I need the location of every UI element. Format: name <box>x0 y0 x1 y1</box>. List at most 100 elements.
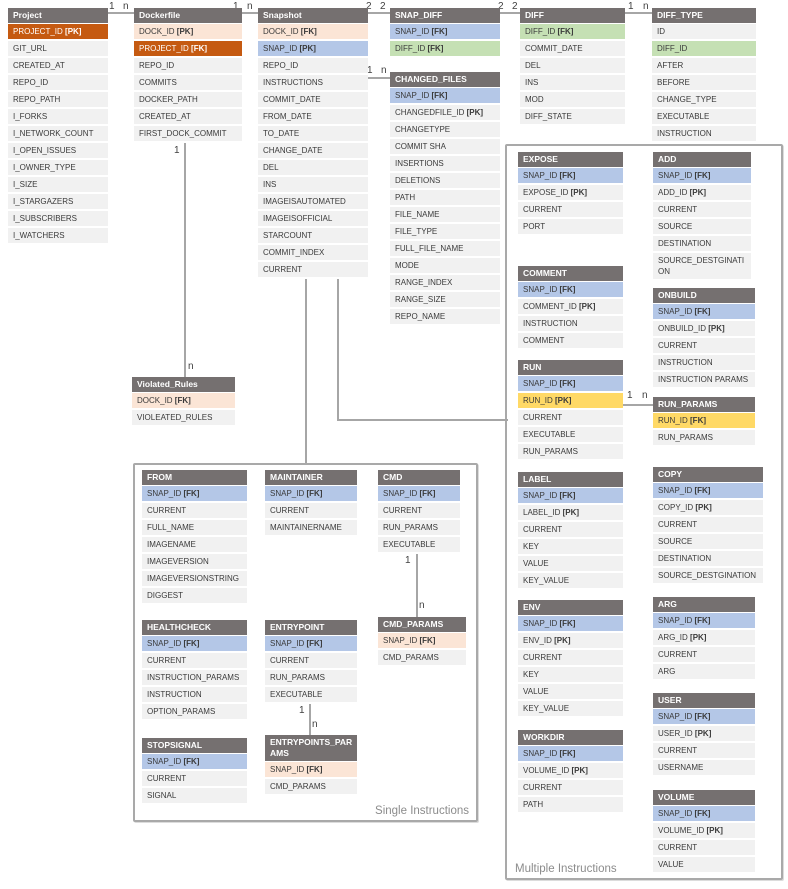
attribute-name: SNAP_ID <box>147 757 182 766</box>
attribute-row: INSTRUCTION PARAMS <box>653 372 755 387</box>
entity-title: FROM <box>142 470 247 485</box>
key-tag: [PK] <box>689 188 707 197</box>
attribute-row: EXECUTABLE <box>265 687 357 702</box>
attribute-name: FILE_NAME <box>395 210 440 219</box>
attribute-name: I_OWNER_TYPE <box>13 163 76 172</box>
key-tag: [PK] <box>579 302 596 311</box>
group-label-multiple_instructions: Multiple Instructions <box>515 863 617 875</box>
attribute-row: INSTRUCTION_PARAMS <box>142 670 247 685</box>
key-tag: [FK] <box>694 486 711 495</box>
key-tag: [PK] <box>299 44 316 53</box>
attribute-row: CHANGETYPE <box>390 122 500 137</box>
attribute-row: SNAP_ID [FK] <box>653 483 763 498</box>
entity-title: Dockerfile <box>134 8 242 23</box>
attribute-row: CREATED_AT <box>8 58 108 73</box>
key-tag: [FK] <box>690 416 707 425</box>
attribute-row: SNAP_ID [FK] <box>378 633 466 648</box>
cardinality-label: n <box>188 361 194 372</box>
attribute-name: INSTRUCTION <box>147 690 202 699</box>
attribute-name: IMAGENAME <box>147 540 196 549</box>
attribute-name: CHANGEDFILE_ID <box>395 108 465 117</box>
attribute-name: DEL <box>263 163 279 172</box>
attribute-row: MAINTAINERNAME <box>265 520 357 535</box>
attribute-row: I_OWNER_TYPE <box>8 160 108 175</box>
attribute-name: SNAP_ID <box>658 307 693 316</box>
attribute-name: ARG <box>658 667 676 676</box>
group-box-single_instructions: Single Instructions <box>133 463 478 822</box>
attribute-row: IMAGEISOFFICIAL <box>258 211 368 226</box>
attribute-name: DOCKER_PATH <box>139 95 198 104</box>
entity-title: HEALTHCHECK <box>142 620 247 635</box>
attribute-name: USERNAME <box>658 763 704 772</box>
attribute-name: FROM_DATE <box>263 112 312 121</box>
attribute-row: FULL_NAME <box>142 520 247 535</box>
attribute-name: CURRENT <box>523 783 563 792</box>
key-tag: [FK] <box>694 171 711 180</box>
entity-title: VOLUME <box>653 790 755 805</box>
attribute-name: VOLUME_ID <box>523 766 570 775</box>
attribute-row: CURRENT <box>142 503 247 518</box>
cardinality-label: 1 <box>628 1 634 12</box>
group-box-multiple_instructions: Multiple Instructions <box>505 144 783 880</box>
attribute-row: VALUE <box>518 684 623 699</box>
attribute-name: SNAP_ID <box>658 809 693 818</box>
attribute-name: REPO_ID <box>13 78 49 87</box>
attribute-name: RANGE_SIZE <box>395 295 446 304</box>
attribute-name: INSTRUCTION <box>523 319 578 328</box>
attribute-name: RUN_PARAMS <box>523 447 578 456</box>
attribute-row: CMD_PARAMS <box>265 779 357 794</box>
attribute-name: SNAP_ID <box>270 489 305 498</box>
attribute-row: ENV_ID [PK] <box>518 633 623 648</box>
attribute-name: MAINTAINERNAME <box>270 523 342 532</box>
cardinality-label: n <box>381 65 387 76</box>
key-tag: [FK] <box>306 765 323 774</box>
attribute-name: SNAP_ID <box>270 765 305 774</box>
key-tag: [FK] <box>427 44 444 53</box>
attribute-name: ID <box>657 27 665 36</box>
attribute-name: CURRENT <box>147 656 187 665</box>
entity-title: RUN_PARAMS <box>653 397 755 412</box>
cardinality-label: 1 <box>233 1 239 12</box>
attribute-row: I_SUBSCRIBERS <box>8 211 108 226</box>
entity-title: COMMENT <box>518 266 623 281</box>
attribute-row: COPY_ID [PK] <box>653 500 763 515</box>
attribute-name: SNAP_ID <box>523 379 558 388</box>
attribute-name: IMAGEVERSIONSTRING <box>147 574 240 583</box>
cardinality-label: 2 <box>366 1 372 12</box>
relationship-line <box>305 279 307 463</box>
attribute-name: COMMIT_DATE <box>525 44 583 53</box>
entity-title: USER <box>653 693 755 708</box>
attribute-name: I_NETWORK_COUNT <box>13 129 94 138</box>
attribute-row: DIGGEST <box>142 588 247 603</box>
attribute-name: CURRENT <box>523 205 563 214</box>
attribute-name: DOCK_ID <box>139 27 175 36</box>
relationship-line <box>337 279 339 421</box>
attribute-row: TO_DATE <box>258 126 368 141</box>
entity-title: DIFF_TYPE <box>652 8 756 23</box>
attribute-row: INS <box>520 75 625 90</box>
attribute-row: SNAP_ID [FK] <box>653 709 755 724</box>
attribute-name: SIGNAL <box>147 791 177 800</box>
entity-title: EXPOSE <box>518 152 623 167</box>
attribute-row: REPO_PATH <box>8 92 108 107</box>
attribute-name: SNAP_ID <box>658 486 693 495</box>
attribute-row: CURRENT <box>518 410 623 425</box>
key-tag: [PK] <box>570 188 588 197</box>
cardinality-label: n <box>123 1 129 12</box>
attribute-name: INSTRUCTION_PARAMS <box>147 673 240 682</box>
key-tag: [FK] <box>431 27 448 36</box>
attribute-name: CURRENT <box>658 843 698 852</box>
attribute-row: COMMIT SHA <box>390 139 500 154</box>
key-tag: [FK] <box>694 712 711 721</box>
attribute-row: DOCK_ID [FK] <box>258 24 368 39</box>
attribute-name: REPO_NAME <box>395 312 446 321</box>
attribute-row: ARG_ID [PK] <box>653 630 755 645</box>
attribute-name: INSTRUCTION PARAMS <box>658 375 749 384</box>
